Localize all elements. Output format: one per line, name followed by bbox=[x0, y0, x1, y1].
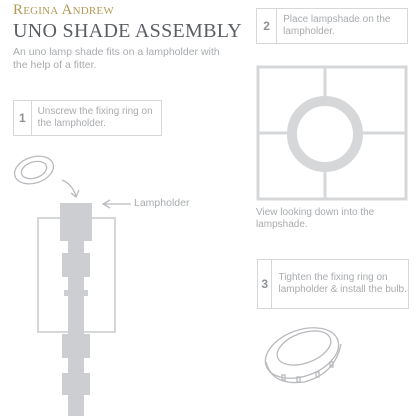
step-1-number: 1 bbox=[14, 101, 32, 135]
step-2-box: 2 Place lampshade on the lampholder. bbox=[256, 8, 408, 44]
top-view-caption: View looking down into the lampshade. bbox=[256, 207, 375, 230]
step-3-number: 3 bbox=[258, 260, 273, 308]
step-2-number: 2 bbox=[257, 9, 278, 43]
lampholder-arrow bbox=[101, 199, 131, 209]
step-1-box: 1 Unscrew the fixing ring on the lamphol… bbox=[13, 100, 162, 136]
step-3-text: Tighten the fixing ring on lampholder & … bbox=[278, 272, 407, 295]
lampholder-label: Lampholder bbox=[134, 197, 190, 209]
fixing-ring-removed bbox=[13, 155, 55, 185]
step-3-box: 3 Tighten the fixing ring on lampholder … bbox=[257, 259, 409, 309]
fixing-ring-installed bbox=[264, 327, 342, 384]
intro-text: An uno lamp shade fits on a lampholder w… bbox=[13, 46, 220, 71]
brand-logo-text: Regina Andrew bbox=[13, 2, 114, 18]
lampshade-top-view bbox=[256, 65, 408, 201]
ring-arrow bbox=[61, 179, 80, 199]
page-title: UNO SHADE ASSEMBLY bbox=[13, 20, 242, 42]
step-1-text: Unscrew the fixing ring on the lampholde… bbox=[37, 106, 153, 129]
lampholder-illustration bbox=[60, 203, 92, 416]
step-2-text: Place lampshade on the lampholder. bbox=[283, 14, 391, 37]
